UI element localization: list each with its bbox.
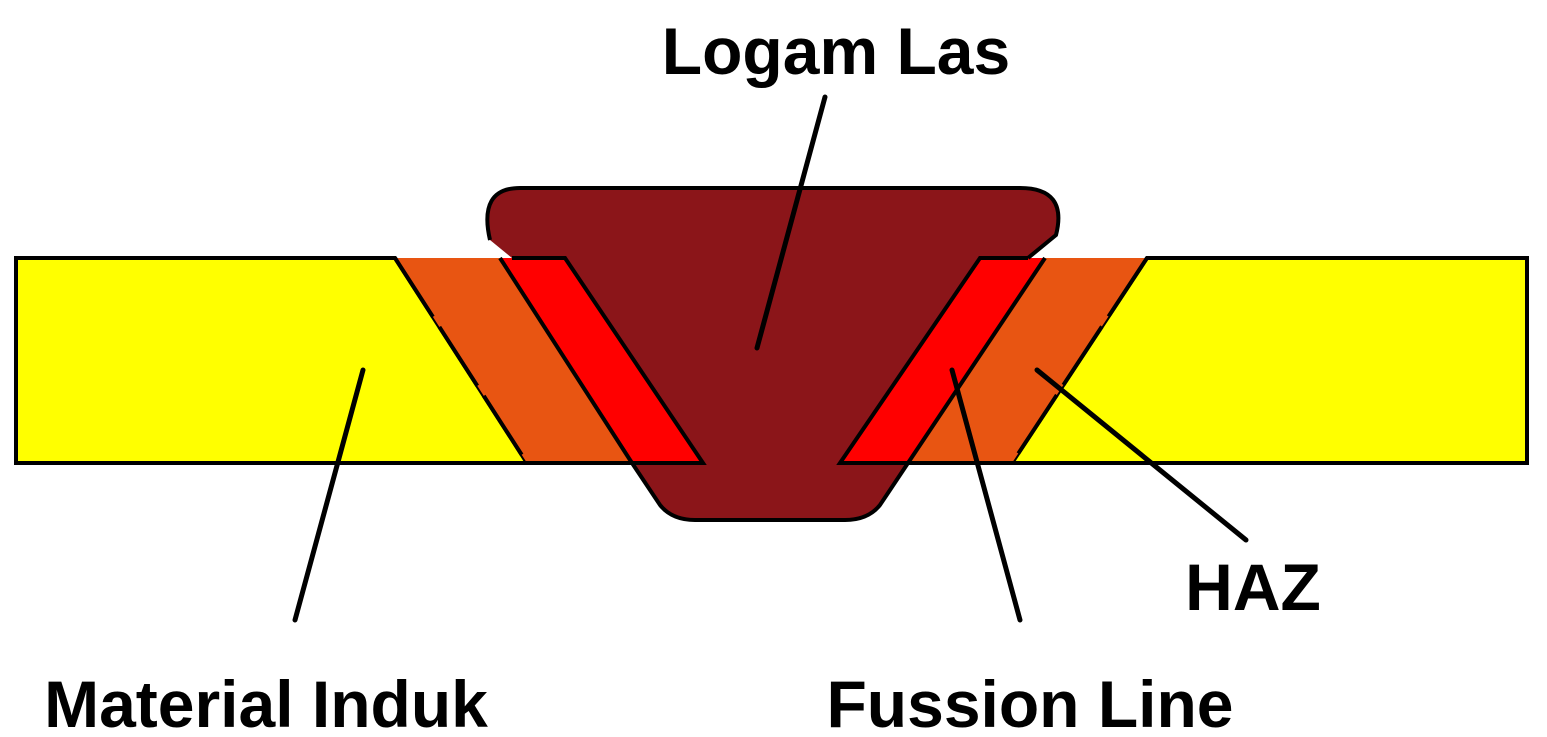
leader-haz: [1034, 367, 1249, 543]
haz-left: [395, 258, 632, 463]
weld-metal-bead: [487, 188, 1059, 520]
haz-boundary-right: [1010, 256, 1149, 465]
haz-boundary-left: [393, 256, 529, 465]
label-base-material: Material Induk: [44, 667, 488, 737]
left-plate-outline: [14, 256, 707, 465]
fusion-boundary-right: [906, 256, 1047, 465]
haz-right: [908, 258, 1147, 463]
label-haz: HAZ: [1185, 550, 1321, 624]
right-plate-outline: [836, 256, 1529, 465]
weld-bead-outline: [485, 186, 1061, 260]
label-weld-metal: Logam Las: [662, 14, 1010, 88]
leader-base-material: [292, 367, 366, 623]
fusion-zone-left: [500, 258, 703, 463]
leader-weld-metal: [754, 94, 828, 351]
fusion-boundary-left: [498, 256, 634, 465]
leader-fusion-line: [949, 367, 1023, 623]
label-fusion-line: Fussion Line: [826, 667, 1233, 737]
fusion-zone-right: [840, 258, 1045, 463]
weld-root-outline: [630, 461, 910, 522]
